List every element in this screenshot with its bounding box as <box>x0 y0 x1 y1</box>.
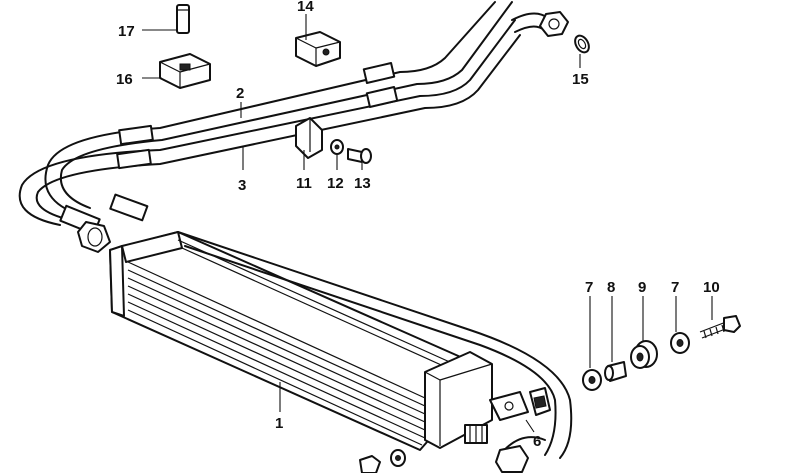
bolt-13[interactable] <box>347 148 372 164</box>
o-ring-15[interactable] <box>572 33 591 55</box>
callouts: 17 16 14 15 2 3 11 12 13 1 6 7 8 9 7 10 <box>116 0 720 450</box>
callout-2: 2 <box>236 85 244 102</box>
callout-10: 10 <box>703 279 720 296</box>
cooler-fins <box>127 239 473 446</box>
callout-7b: 7 <box>671 279 679 296</box>
pipe-end-fitting <box>511 11 569 37</box>
grommet-9[interactable] <box>630 340 658 369</box>
callout-15: 15 <box>572 71 589 88</box>
callout-12: 12 <box>327 175 344 192</box>
clip-6 <box>529 387 551 416</box>
clamp-block-16[interactable] <box>159 53 211 89</box>
callout-8: 8 <box>607 279 615 296</box>
oil-line-lower[interactable] <box>18 19 521 226</box>
washer-7-right[interactable] <box>670 332 690 354</box>
callout-11: 11 <box>296 175 312 192</box>
sleeve-17[interactable] <box>176 4 190 34</box>
callout-6: 6 <box>533 433 541 450</box>
oil-cooler[interactable] <box>109 231 529 451</box>
spacer-8[interactable] <box>604 361 627 382</box>
callout-7a: 7 <box>585 279 593 296</box>
callout-13: 13 <box>354 175 371 192</box>
callout-3: 3 <box>238 177 246 194</box>
holder-14[interactable] <box>295 31 341 67</box>
callout-16: 16 <box>116 71 133 88</box>
bottom-bolt <box>359 449 406 473</box>
callout-1: 1 <box>275 415 283 432</box>
bolt-10[interactable] <box>699 315 741 339</box>
washer-7-left[interactable] <box>582 369 602 391</box>
union-nut-left <box>77 221 111 253</box>
union-nut-bottom <box>495 445 529 473</box>
bracket-11[interactable] <box>295 117 323 159</box>
callout-9: 9 <box>638 279 646 296</box>
callout-17: 17 <box>118 23 135 40</box>
callout-14: 14 <box>297 0 314 15</box>
leader-lines <box>142 14 713 433</box>
washer-12[interactable] <box>330 139 344 155</box>
oil-line-upper[interactable] <box>44 1 513 216</box>
